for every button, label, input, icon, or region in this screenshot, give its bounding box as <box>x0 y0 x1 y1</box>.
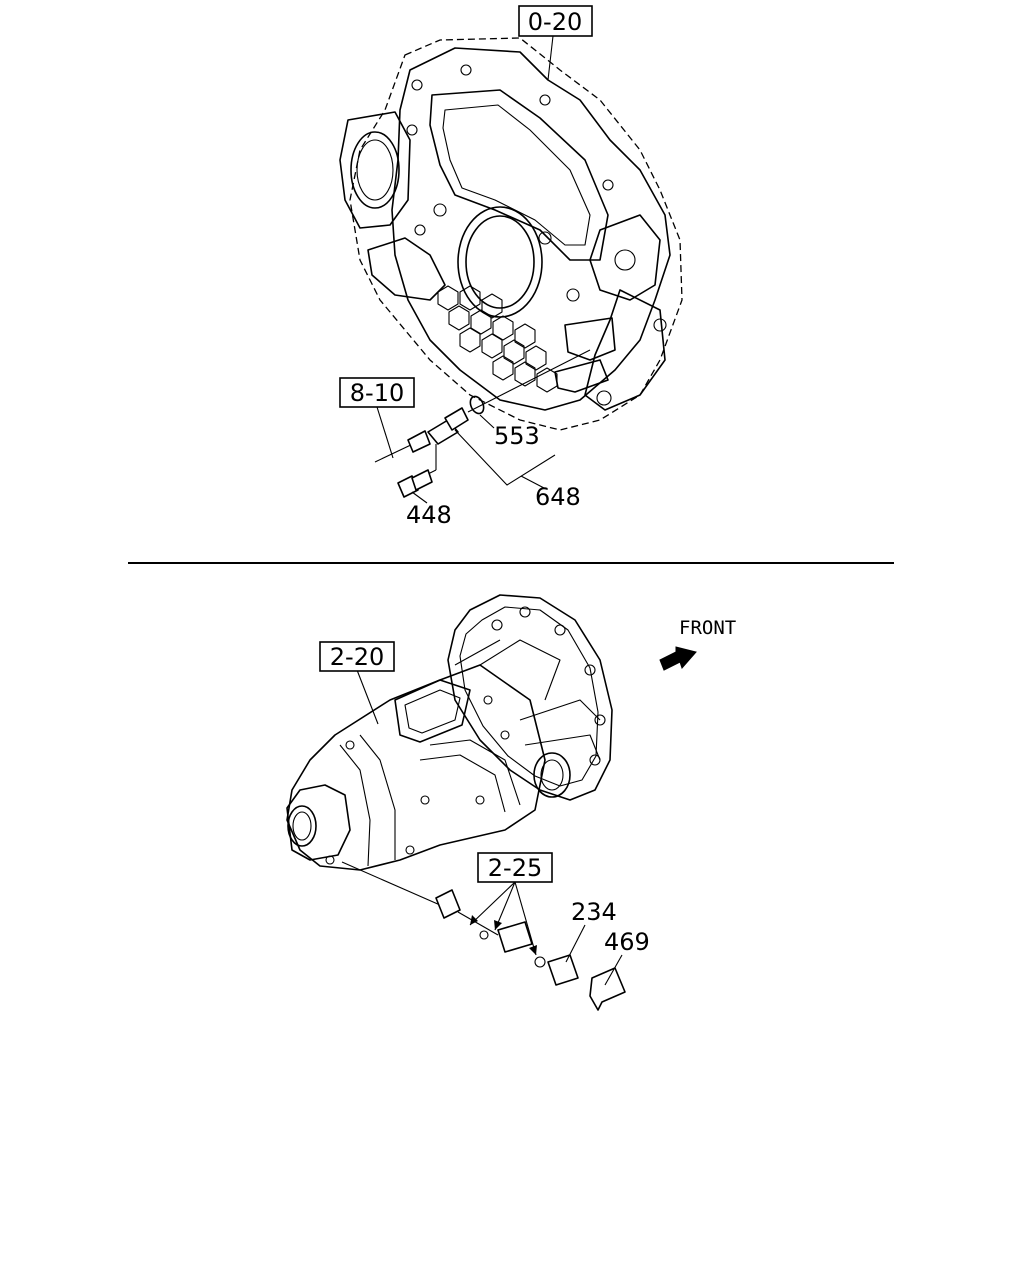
svg-text:8-10: 8-10 <box>350 379 404 407</box>
front-arrow-icon <box>659 646 697 671</box>
leader-arrows-2-25 <box>469 881 537 956</box>
svg-text:2-25: 2-25 <box>488 854 542 882</box>
ref-box-0-20[interactable]: 0-20 <box>518 5 593 37</box>
svg-text:0-20: 0-20 <box>528 8 582 36</box>
part-label-648: 648 <box>535 483 581 511</box>
ref-box-8-10[interactable]: 8-10 <box>339 377 415 408</box>
speed-sensor-assembly <box>374 349 591 498</box>
part-label-469: 469 <box>604 928 650 956</box>
svg-text:2-20: 2-20 <box>330 643 384 671</box>
front-label: FRONT <box>679 617 736 639</box>
ref-box-2-25[interactable]: 2-25 <box>477 852 553 883</box>
part-label-448: 448 <box>406 501 452 529</box>
part-label-553: 553 <box>494 422 540 450</box>
flywheel-housing-drawing <box>339 37 683 431</box>
transmission-drawing <box>286 594 626 1011</box>
part-label-234: 234 <box>571 898 617 926</box>
ref-box-2-20[interactable]: 2-20 <box>319 641 395 672</box>
